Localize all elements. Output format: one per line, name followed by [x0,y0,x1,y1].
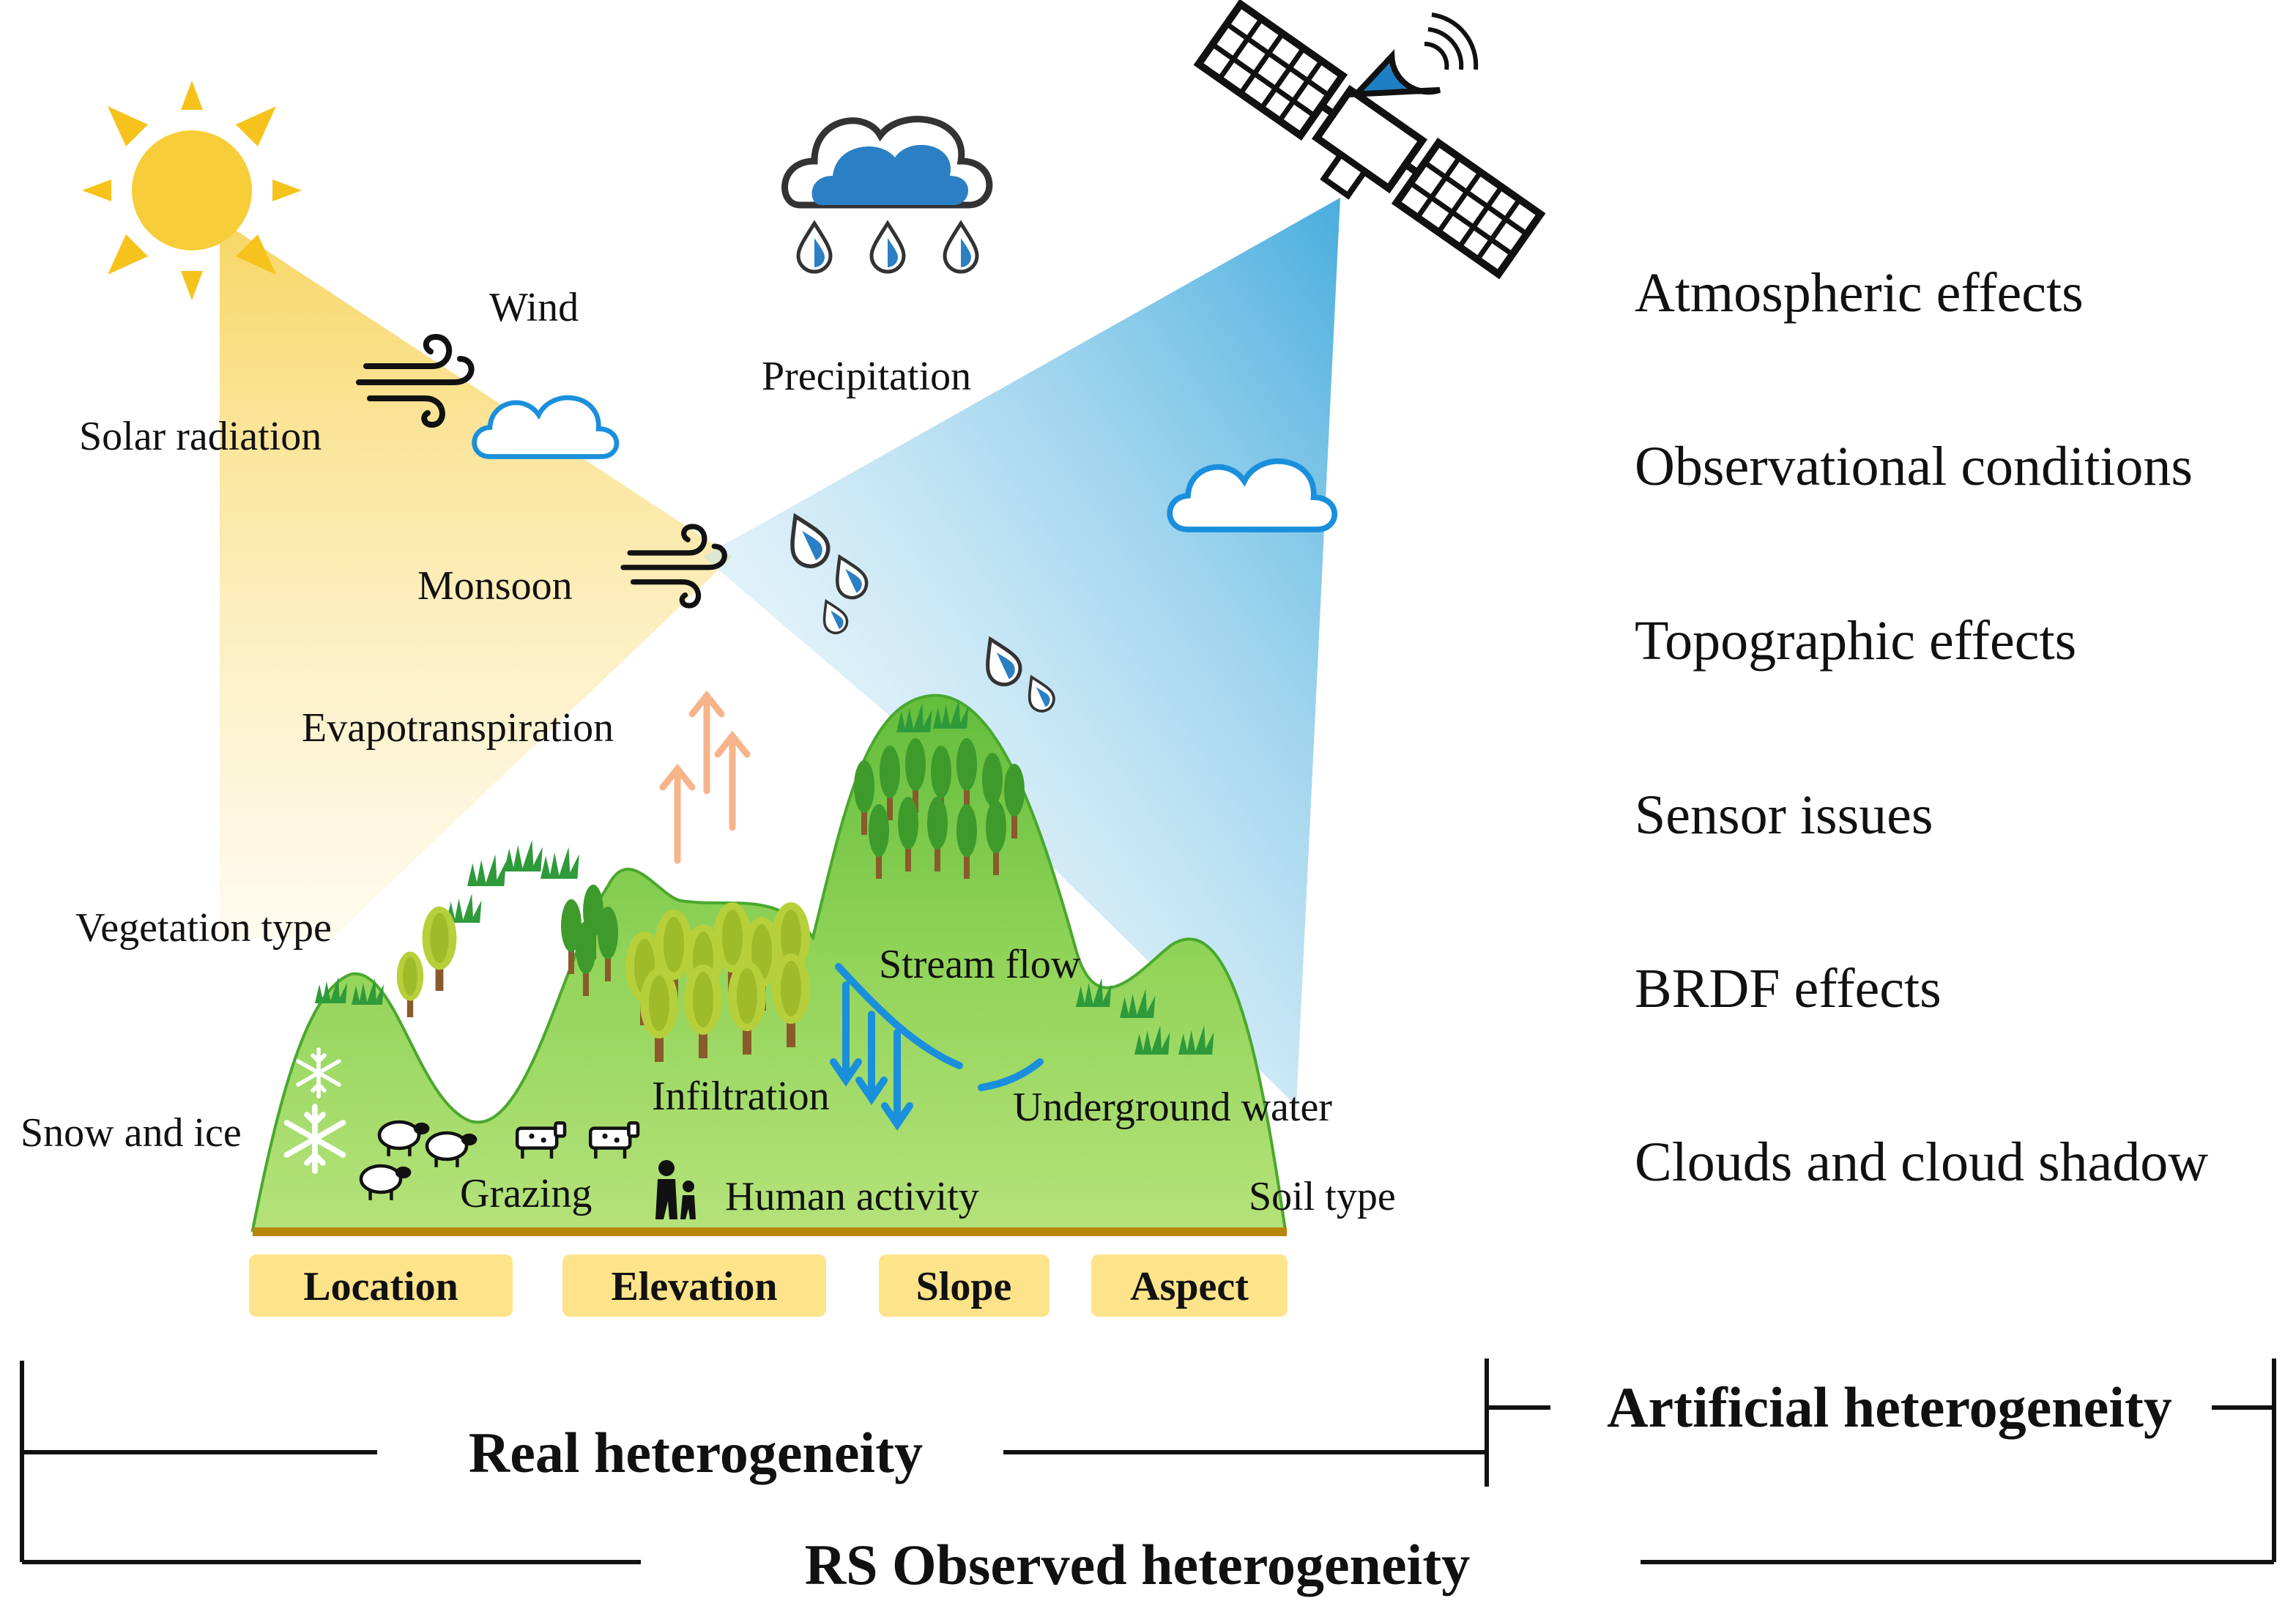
evapotranspiration-label: Evapotranspiration [302,705,614,751]
soil-type-label: Soil type [1249,1174,1396,1219]
satellite-beam [703,198,1340,1106]
real-heterogeneity-label: Real heterogeneity [469,1421,923,1484]
grazing-label: Grazing [460,1171,592,1216]
signal-icon [1424,12,1479,70]
artificial-heterogeneity-label: Artificial heterogeneity [1607,1375,2172,1439]
artificial-factor-brdf: BRDF effects [1635,958,1942,1019]
artificial-factor-atmospheric: Atmospheric effects [1635,262,2084,324]
solar-beam [220,220,732,937]
svg-text:Elevation: Elevation [611,1264,777,1309]
sun-icon [82,81,302,300]
svg-text:Location: Location [303,1264,458,1309]
soil-layer [253,1227,1287,1236]
satellite-icon [1193,0,1546,280]
factor-location: Location [249,1254,513,1317]
factor-elevation: Elevation [562,1254,826,1317]
artificial-factor-observational: Observational conditions [1635,436,2193,497]
infiltration-label: Infiltration [652,1074,830,1119]
vegetation-type-label: Vegetation type [75,905,332,951]
artificial-factor-topographic: Topographic effects [1635,610,2076,672]
evapotranspiration-arrows [659,690,751,864]
human-activity-label: Human activity [725,1174,979,1219]
snow-and-ice-label: Snow and ice [21,1110,242,1156]
solar-radiation-label: Solar radiation [79,414,322,459]
rain-cloud-icon [781,116,993,272]
underground-water-label: Underground water [1013,1085,1332,1130]
monsoon-label: Monsoon [417,563,573,609]
brackets [20,1358,2276,1564]
factor-aspect: Aspect [1091,1254,1288,1317]
svg-text:Slope: Slope [916,1264,1012,1309]
artificial-factor-clouds: Clouds and cloud shadow [1635,1131,2208,1193]
stream-flow [830,963,1044,1131]
observed-heterogeneity-label: RS Observed heterogeneity [805,1533,1470,1596]
person-icon [655,1160,696,1219]
precipitation-label: Precipitation [762,354,971,399]
artificial-factor-sensor: Sensor issues [1635,784,1933,846]
wind-label: Wind [489,285,579,330]
svg-text:Aspect: Aspect [1130,1264,1249,1309]
stream-flow-label: Stream flow [879,942,1081,987]
factor-slope: Slope [879,1254,1049,1317]
